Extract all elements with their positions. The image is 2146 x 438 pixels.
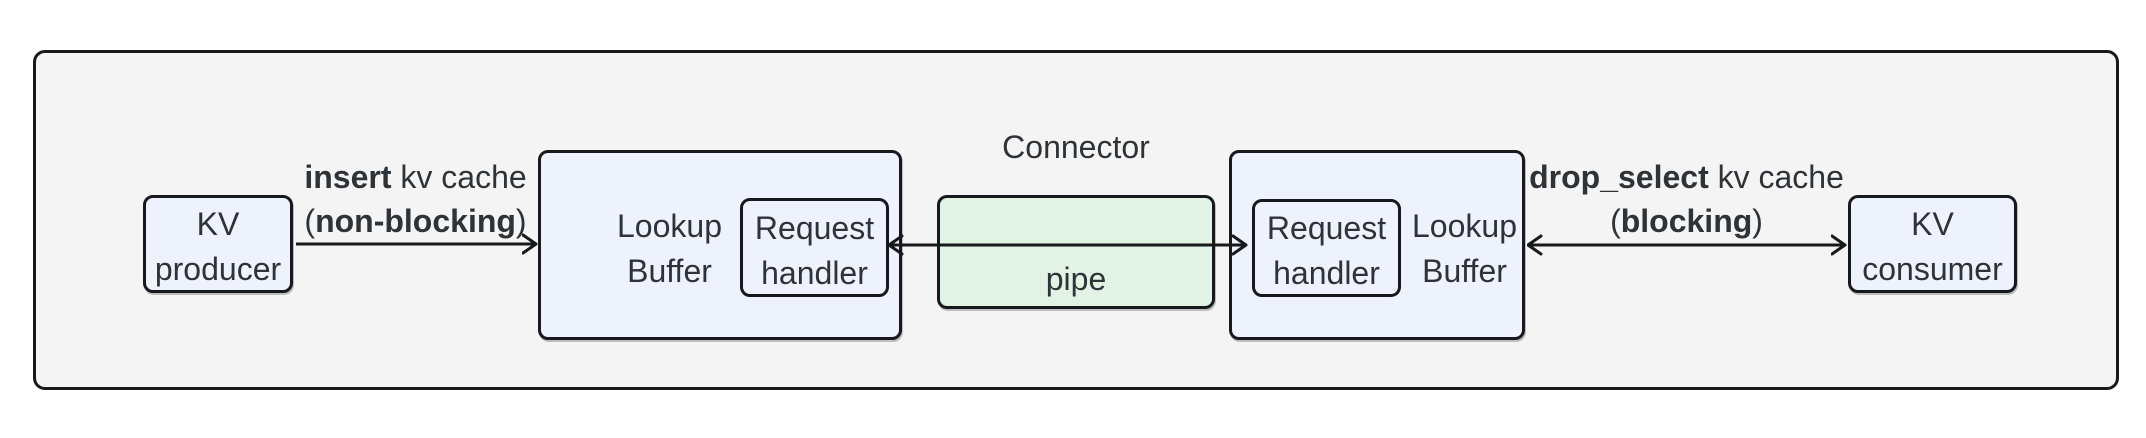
node-pipe: pipe <box>937 195 1215 309</box>
insert-edge-label: insert kv cache (non-blocking) <box>283 155 548 243</box>
non-blocking-keyword: non-blocking <box>315 203 516 239</box>
drop-select-edge-label-line2: (blocking) <box>1610 203 1763 239</box>
lookup-buffer-left-label: Lookup Buffer <box>617 208 722 289</box>
node-lookup-buffer-right: Request handler Lookup Buffer <box>1229 150 1525 340</box>
node-request-handler-left: Request handler <box>740 198 889 297</box>
node-kv-consumer: KV consumer <box>1848 195 2017 293</box>
insert-edge-label-line1: insert kv cache <box>304 159 527 195</box>
drop-select-edge-label-line1: drop_select kv cache <box>1529 159 1844 195</box>
node-request-handler-right: Request handler <box>1252 199 1401 297</box>
insert-keyword: insert <box>304 159 392 195</box>
connector-title: Connector <box>1002 129 1150 165</box>
kv-producer-label-line1: KV <box>196 206 240 242</box>
insert-edge-label-line2: (non-blocking) <box>304 203 527 239</box>
drop-select-edge-label: drop_select kv cache (blocking) <box>1515 155 1858 243</box>
pipe-label: pipe <box>1045 260 1107 297</box>
drop-select-keyword: drop_select <box>1529 159 1709 195</box>
node-lookup-buffer-left: Lookup Buffer Request handler <box>538 150 902 340</box>
node-kv-producer: KV producer <box>143 195 293 293</box>
kv-producer-label-line2: producer <box>154 251 282 287</box>
lookup-buffer-right-label: Lookup Buffer <box>1412 208 1517 289</box>
blocking-keyword: blocking <box>1620 203 1753 239</box>
